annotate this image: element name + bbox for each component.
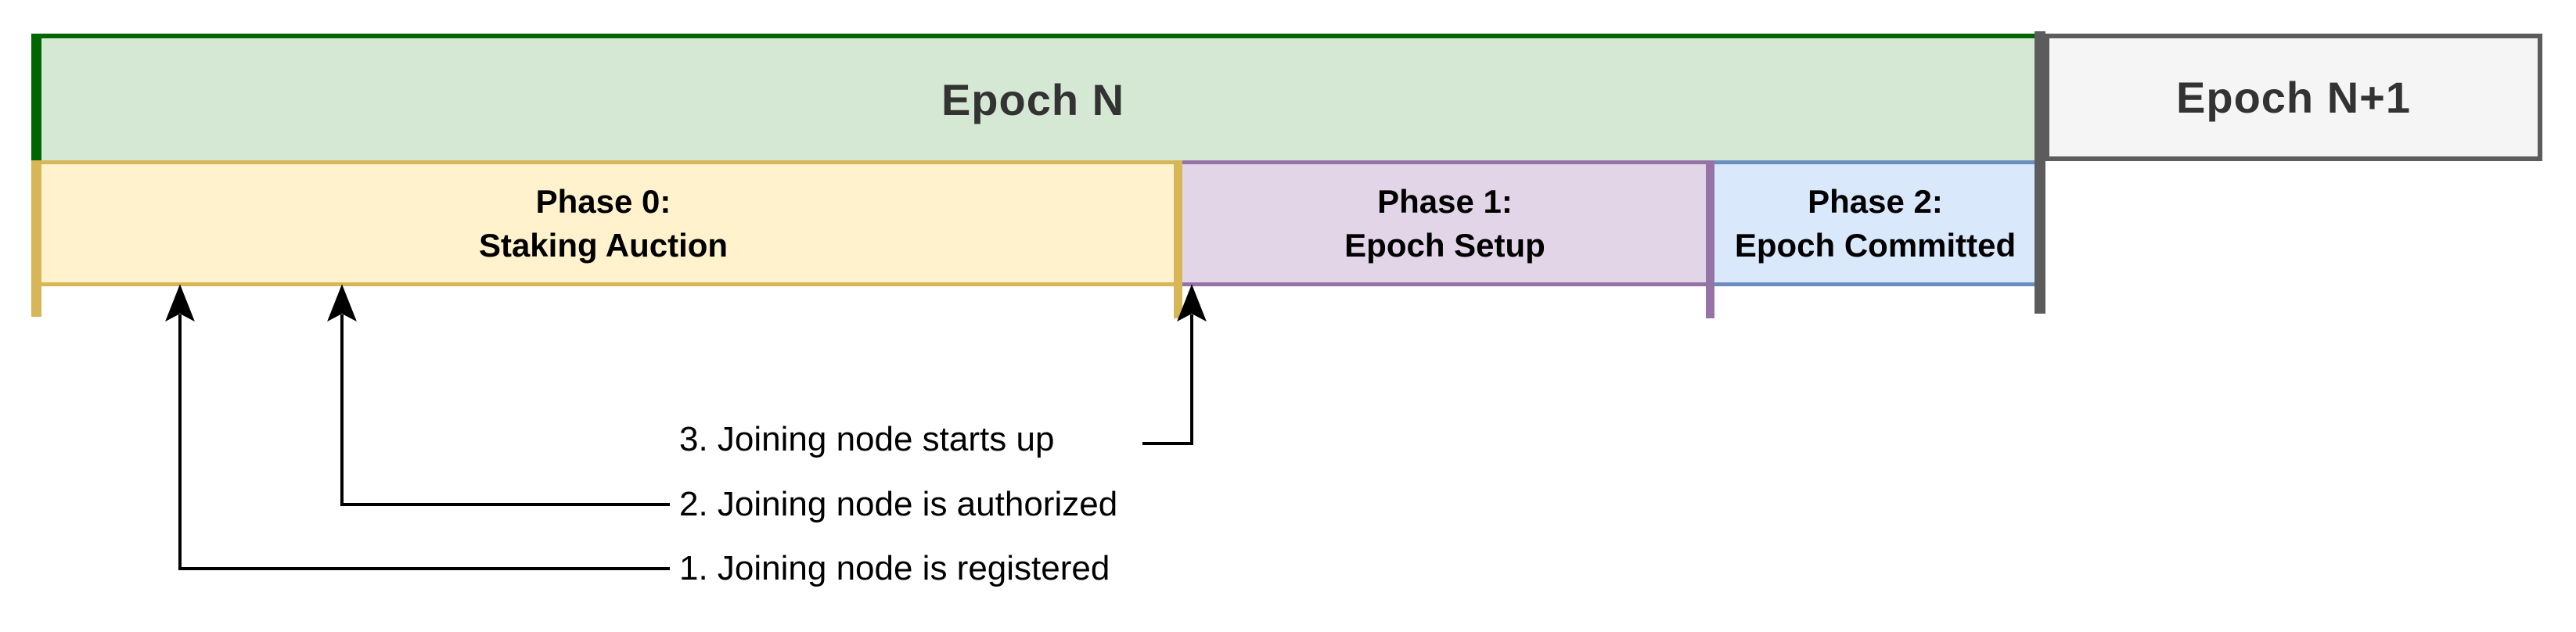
phase-0-label-line-1: Phase 0: <box>535 182 671 220</box>
arrow-step-1 <box>165 284 670 570</box>
phase-2-box: Phase 2: Epoch Committed <box>1714 160 2036 286</box>
phase-1-label-line-1: Phase 1: <box>1377 182 1513 220</box>
phase-2-label-line-1: Phase 2: <box>1808 182 1943 220</box>
arrowhead-step-3 <box>1177 284 1207 322</box>
phase-0-left-tick <box>31 160 41 317</box>
epoch-n-plus-1-box: Epoch N+1 <box>2045 34 2542 161</box>
epoch-start-marker-bar <box>31 34 41 160</box>
epoch-n-box: Epoch N <box>31 34 2035 160</box>
arrow-step-2 <box>327 284 670 506</box>
phase-1-label-line-2: Epoch Setup <box>1344 226 1545 264</box>
phase-1-box: Phase 1: Epoch Setup <box>1182 160 1708 286</box>
phase-0-box: Phase 0: Staking Auction <box>31 160 1175 286</box>
annotation-step-1: 1. Joining node is registered <box>679 549 1110 587</box>
phase-1-phase-2-boundary-tick <box>1706 160 1714 318</box>
phase-2-label-line-2: Epoch Committed <box>1734 226 2017 264</box>
epoch-n-plus-1-label: Epoch N+1 <box>2176 73 2411 122</box>
phase-0-label-line-2: Staking Auction <box>478 226 729 264</box>
epoch-n-label: Epoch N <box>941 74 1125 124</box>
arrowhead-step-1 <box>165 284 195 322</box>
annotation-step-2: 2. Joining node is authorized <box>679 485 1118 523</box>
annotation-step-3: 3. Joining node starts up <box>679 420 1055 458</box>
epoch-boundary-divider <box>2035 31 2045 314</box>
arrowhead-step-2 <box>327 284 357 322</box>
phase-0-phase-1-boundary-tick <box>1174 160 1182 318</box>
